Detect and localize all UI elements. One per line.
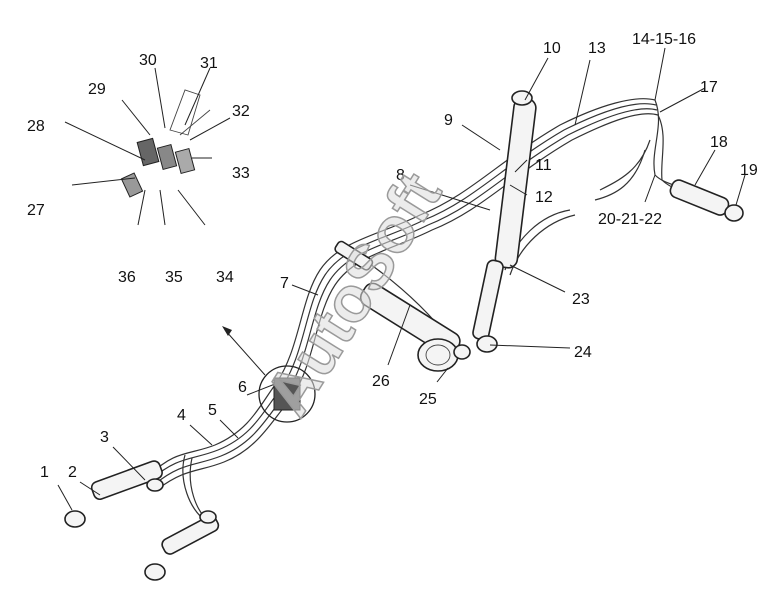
callout-8: 8: [396, 167, 405, 184]
callout-1: 1: [40, 464, 49, 481]
callout-26: 26: [372, 373, 390, 390]
callout-4: 4: [177, 407, 186, 424]
callout-2: 2: [68, 464, 77, 481]
callout-14-15-16: 14-15-16: [632, 31, 696, 48]
callout-7: 7: [280, 275, 289, 292]
pump-motor: [417, 338, 471, 372]
hose-bundle: [149, 98, 709, 523]
callout-13: 13: [588, 40, 606, 57]
callout-23: 23: [572, 291, 590, 308]
callout-27: 27: [27, 202, 45, 219]
callout-36: 36: [118, 269, 136, 286]
callout-35: 35: [165, 269, 183, 286]
callout-34: 34: [216, 269, 234, 286]
callout-11: 11: [535, 157, 552, 174]
callout-32: 32: [232, 103, 250, 120]
callout-24: 24: [574, 344, 592, 361]
watermark: AutoSoft: [251, 160, 455, 427]
callout-28: 28: [27, 118, 45, 135]
callout-19: 19: [740, 162, 758, 179]
callout-31: 31: [200, 55, 218, 72]
cylinder-left-lower: [144, 510, 220, 581]
callout-9: 9: [444, 112, 453, 129]
callout-29: 29: [88, 81, 106, 98]
hose-clamp-block: [222, 326, 316, 423]
callout-17: 17: [700, 79, 718, 96]
callout-12: 12: [535, 189, 553, 206]
callout-25: 25: [419, 391, 437, 408]
callout-3: 3: [100, 429, 109, 446]
callout-labels: 1 2 3 4 5 6 7 8 9 10 11 12 13 14-15-16 1…: [27, 31, 758, 481]
callout-10: 10: [543, 40, 561, 57]
callout-33: 33: [232, 165, 250, 182]
cylinder-vertical: [472, 90, 537, 353]
callout-20-21-22: 20-21-22: [598, 211, 662, 228]
detail-cluster: [120, 89, 211, 198]
callout-30: 30: [139, 52, 157, 69]
cylinder-right: [669, 179, 744, 222]
cylinder-left-upper: [64, 460, 164, 528]
callout-5: 5: [208, 402, 217, 419]
leader-lines: [57, 47, 746, 511]
callout-6: 6: [238, 379, 247, 396]
callout-18: 18: [710, 134, 728, 151]
